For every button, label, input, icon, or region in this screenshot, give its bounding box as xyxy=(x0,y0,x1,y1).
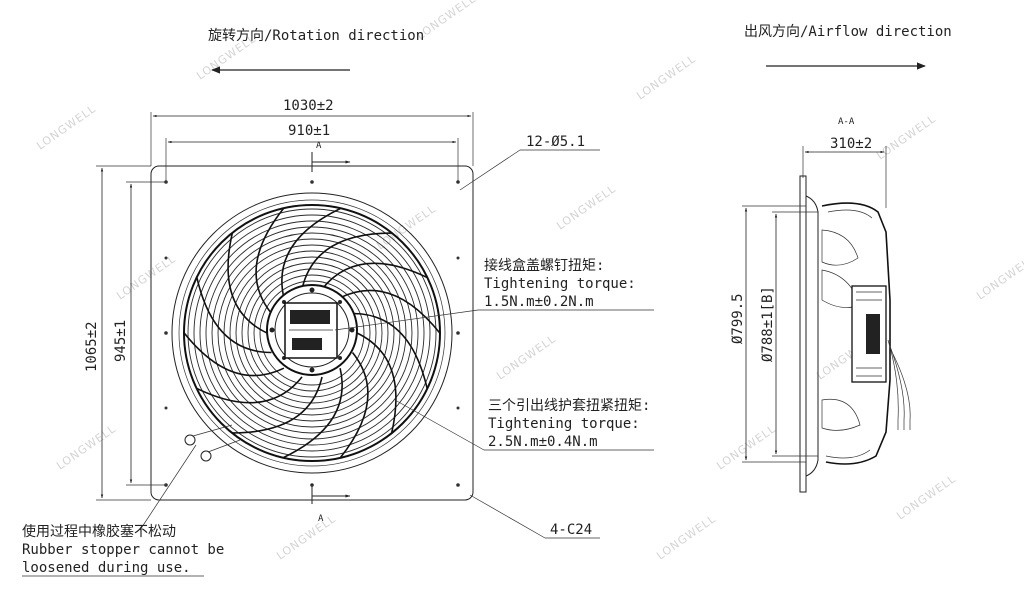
airflow-direction-label: 出风方向/Airflow direction xyxy=(744,24,952,40)
venturi-outer-ring xyxy=(171,192,453,474)
lead-sleeve-note-value: 2.5N.m±0.4N.m xyxy=(488,434,598,450)
junction-box-note-value: 1.5N.m±0.2N.m xyxy=(484,294,594,310)
grill-spoke xyxy=(356,332,397,434)
grill-spoke xyxy=(255,207,285,315)
grill-spoke xyxy=(183,332,285,377)
watermark-text: LONGWELL xyxy=(274,512,338,562)
grill-spoke xyxy=(301,232,393,290)
grill-spoke xyxy=(227,232,268,334)
venturi-inner-ring xyxy=(178,199,446,467)
dim-depth: 310±2 xyxy=(830,136,872,152)
dim-overall-width: 1030±2 xyxy=(283,98,334,114)
rubber-stopper-1 xyxy=(184,434,196,446)
junction-box-note-en: Tightening torque: xyxy=(484,276,636,292)
watermark-text: LONGWELL xyxy=(634,52,698,102)
mounting-holes xyxy=(164,180,460,487)
grill-spoke xyxy=(281,207,342,298)
grill-ring xyxy=(217,238,407,428)
side-guard xyxy=(821,202,891,465)
section-mark-bottom: A xyxy=(318,514,324,524)
grill-ring xyxy=(229,250,395,416)
grill-ring xyxy=(259,280,365,386)
grill-ring xyxy=(187,208,437,458)
dim-overall-height: 1065±2 xyxy=(84,321,100,372)
section-title: A-A xyxy=(838,117,855,127)
grill-spoke xyxy=(339,289,441,334)
grill-spoke xyxy=(196,376,303,404)
grill-ring xyxy=(241,262,383,404)
junction-box-terminal-bottom xyxy=(292,338,322,350)
watermark-text: LONGWELL xyxy=(554,182,618,232)
dim-inner-dia: Ø788±1[B] xyxy=(760,286,776,362)
watermark-text: LONGWELL xyxy=(894,472,958,522)
grill-spoke xyxy=(231,376,323,434)
side-mounting-plate xyxy=(799,175,807,493)
grill-ring xyxy=(247,268,377,398)
junction-box-note-cn: 接线盒盖螺钉扭矩: xyxy=(484,257,604,274)
hub-bolts xyxy=(269,287,355,373)
watermark-text: LONGWELL xyxy=(34,102,98,152)
watermark-text: LONGWELL xyxy=(874,112,938,162)
grill-spoke xyxy=(196,277,272,354)
dim-hole-width: 910±1 xyxy=(288,123,330,139)
dim-hole-height: 945±1 xyxy=(113,320,129,362)
grill-spoke xyxy=(339,351,369,459)
dim-outer-dia: Ø799.5 xyxy=(730,293,746,344)
grill-ring xyxy=(199,220,425,446)
grill-ring xyxy=(235,256,389,410)
watermark-text: LONGWELL xyxy=(114,252,178,302)
grill-spoke xyxy=(321,262,428,290)
watermark-text: LONGWELL xyxy=(654,512,718,562)
rubber-stopper-2 xyxy=(200,450,212,462)
lead-sleeve-note-cn: 三个引出线护套扭紧扭矩: xyxy=(488,398,650,414)
grill-ring xyxy=(253,274,371,392)
section-mark-top: A xyxy=(316,141,322,151)
corner-callout: 4-C24 xyxy=(550,522,592,538)
guard-grill-spokes xyxy=(183,207,441,459)
front-view: A A 1030±2 910±1 1065±2 945±1 12-Ø5.1 4-… xyxy=(84,98,654,539)
grill-ring xyxy=(193,214,431,452)
watermark-text: LONGWELL xyxy=(974,252,1024,302)
watermark-text: LONGWELL xyxy=(54,422,118,472)
holes-callout: 12-Ø5.1 xyxy=(526,134,585,150)
grill-ring xyxy=(205,226,419,440)
rotation-direction-label: 旋转方向/Rotation direction xyxy=(208,28,424,44)
watermark-text: LONGWELL xyxy=(494,332,558,382)
grill-ring xyxy=(211,232,413,434)
grill-spoke xyxy=(352,312,428,389)
grill-spoke xyxy=(282,368,343,459)
rubber-note-en-1: Rubber stopper cannot be xyxy=(22,542,224,558)
lead-sleeve-note-en: Tightening torque: xyxy=(488,416,640,432)
side-view: A-A 310±2 Ø799.5 Ø788±1[B] xyxy=(730,117,911,493)
junction-box-terminal-top xyxy=(290,310,330,324)
motor-hub-ring xyxy=(274,292,350,368)
rubber-note-cn: 使用过程中橡胶塞不松动 xyxy=(22,523,176,540)
rubber-note-en-2: loosened during use. xyxy=(22,560,191,576)
